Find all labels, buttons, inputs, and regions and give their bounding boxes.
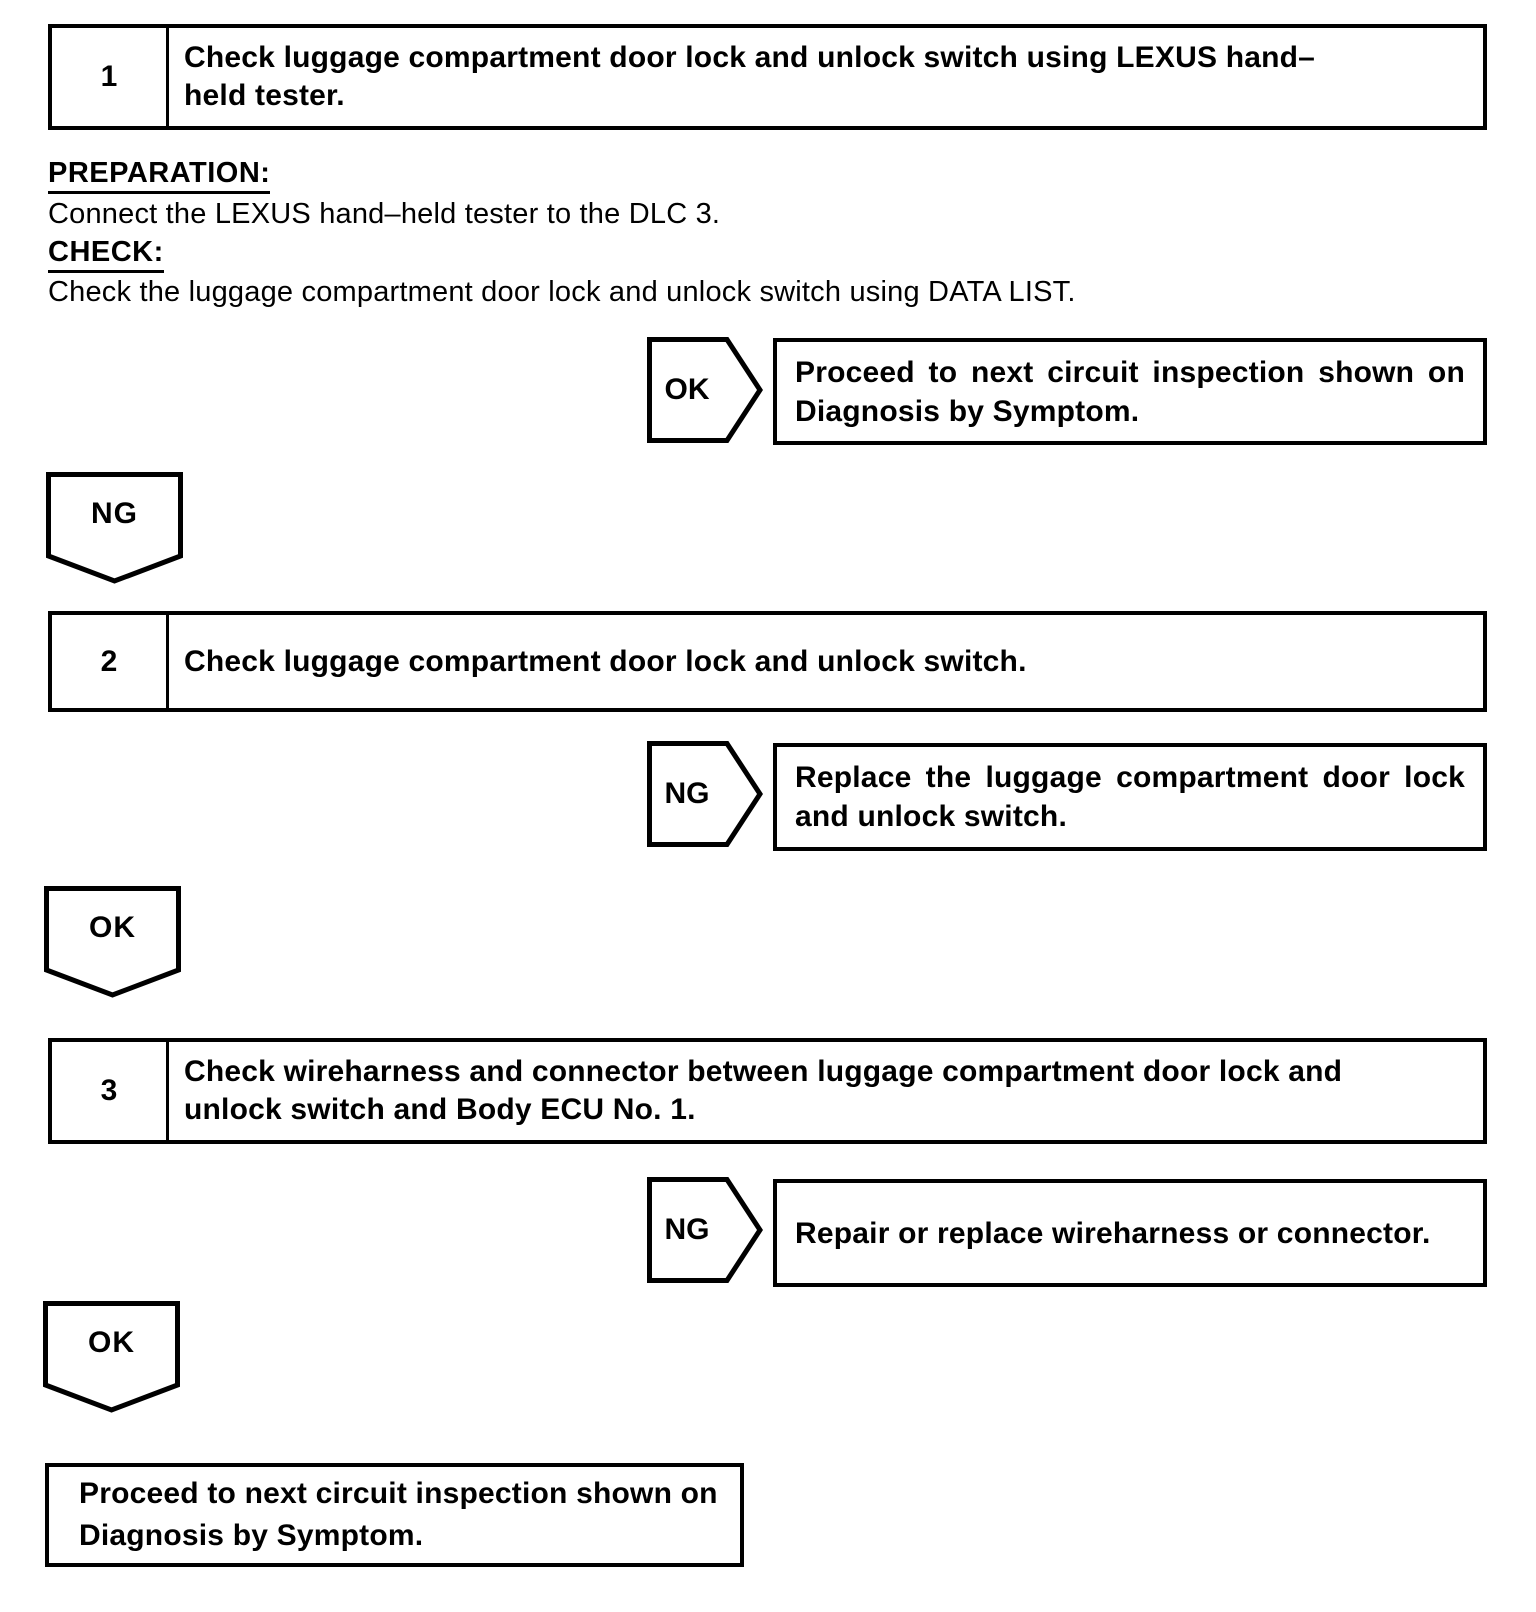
final-result-line-1: Proceed to next circuit inspection shown… [79, 1477, 718, 1510]
ng-branch-tag-3: NG [647, 1177, 763, 1283]
step-2-number: 2 [52, 615, 169, 708]
step-3-box: 3 Check wireharness and connector betwee… [48, 1038, 1487, 1144]
preparation-heading: PREPARATION: [48, 157, 271, 194]
ng-connector-1-label: NG [91, 497, 138, 530]
ok-branch-tag-1-label: OK [664, 373, 710, 406]
step-2-title-line-1: Check luggage compartment door lock and … [184, 644, 1027, 678]
step-1-title: Check luggage compartment door lock and … [169, 28, 1483, 126]
ng-branch-tag-2: NG [647, 741, 763, 847]
ok-connector-2-label: OK [89, 911, 136, 944]
ok-connector-2: OK [44, 886, 181, 998]
check-section: CHECK: [48, 236, 164, 273]
ng-branch-tag-3-label: NG [664, 1213, 710, 1246]
final-result-box: Proceed to next circuit inspection shown… [45, 1463, 744, 1567]
ok-connector-3: OK [43, 1301, 180, 1413]
ok-connector-3-label: OK [88, 1326, 135, 1359]
result-box-1-line-2: Diagnosis by Symptom. [795, 394, 1140, 428]
ok-branch-tag-1: OK [647, 337, 763, 443]
pentagon-arrow-icon [647, 337, 763, 443]
ng-connector-1: NG [46, 472, 183, 584]
result-box-3-line-1: Repair or replace wireharness or connect… [795, 1216, 1431, 1250]
result-box-2-line-2: and unlock switch. [795, 800, 1067, 833]
pentagon-arrow-icon [647, 1177, 763, 1283]
step-1-box: 1 Check luggage compartment door lock an… [48, 24, 1487, 130]
step-3-title-line-1: Check wireharness and connector between … [184, 1055, 1343, 1088]
ng-branch-tag-2-label: NG [664, 777, 710, 810]
final-result-line-2: Diagnosis by Symptom. [79, 1519, 424, 1552]
step-3-title: Check wireharness and connector between … [169, 1042, 1483, 1140]
check-heading: CHECK: [48, 236, 164, 273]
result-box-3: Repair or replace wireharness or connect… [773, 1179, 1487, 1287]
step-3-number: 3 [52, 1042, 169, 1140]
check-text: Check the luggage compartment door lock … [48, 276, 1076, 308]
step-1-number: 1 [52, 28, 169, 126]
pentagon-down-icon [46, 472, 183, 584]
result-box-2-line-1: Replace the luggage compartment door loc… [795, 761, 1465, 794]
step-3-title-line-2: unlock switch and Body ECU No. 1. [184, 1093, 696, 1126]
result-box-1: Proceed to next circuit inspection shown… [773, 338, 1487, 445]
result-box-1-line-1: Proceed to next circuit inspection shown… [795, 355, 1465, 389]
pentagon-down-icon [44, 886, 181, 998]
step-1-title-line-2: held tester. [184, 79, 345, 112]
step-2-box: 2 Check luggage compartment door lock an… [48, 611, 1487, 712]
pentagon-down-icon [43, 1301, 180, 1413]
step-2-title: Check luggage compartment door lock and … [169, 615, 1483, 708]
preparation-section: PREPARATION: [48, 157, 271, 194]
step-1-title-line-1: Check luggage compartment door lock and … [184, 41, 1316, 74]
result-box-2: Replace the luggage compartment door loc… [773, 743, 1487, 851]
preparation-text: Connect the LEXUS hand–held tester to th… [48, 198, 721, 230]
pentagon-arrow-icon [647, 741, 763, 847]
